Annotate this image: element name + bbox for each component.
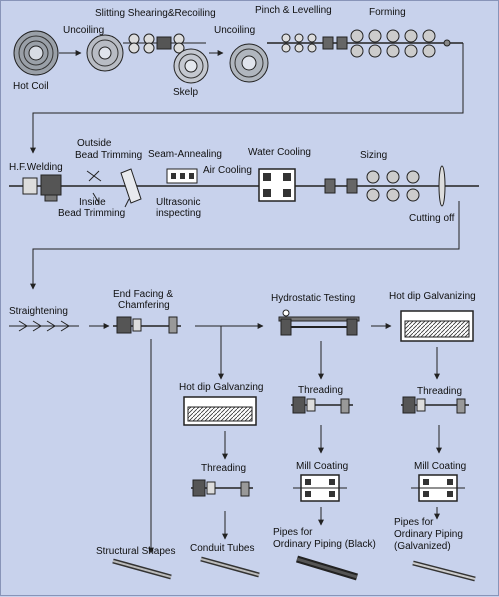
label-air-cooling: Air Cooling <box>203 165 252 176</box>
threading-machine-3-icon <box>401 396 469 414</box>
galvanized-pipes-icon <box>412 560 476 582</box>
threading-machine-1-icon <box>291 396 353 414</box>
slitting-rolls-icon <box>123 33 206 54</box>
black-pipes-icon <box>295 555 359 581</box>
galvanizing-bath-right-icon <box>400 310 474 342</box>
label-uncoiling-1: Uncoiling <box>63 25 105 36</box>
straightening-icon <box>9 320 79 332</box>
label-inside-bead-1: Inside <box>79 197 106 208</box>
label-forming: Forming <box>369 7 406 18</box>
structural-shapes-pipe-icon <box>112 558 172 580</box>
label-pipes-black-1: Pipes for <box>273 527 313 538</box>
label-hot-dip-galv-right: Hot dip Galvanizing <box>389 291 476 302</box>
ultrasonic-probe-icon <box>120 168 142 208</box>
label-ultrasonic-2: inspecting <box>156 208 202 219</box>
label-seam-annealing: Seam-Annealing <box>148 149 222 160</box>
label-slitting: Slitting Shearing&Recoiling <box>95 8 216 19</box>
seam-annealing-icon <box>166 168 198 184</box>
label-outside-bead-2: Bead Trimming <box>75 150 143 161</box>
water-cooling-icon <box>258 168 296 202</box>
label-ultrasonic-1: Ultrasonic <box>156 197 201 208</box>
label-hot-dip-galv-mid: Hot dip Galvanzing <box>179 382 264 393</box>
pinch-forming-line-icon <box>267 29 463 58</box>
label-conduit-tubes: Conduit Tubes <box>190 543 255 554</box>
label-inside-bead-2: Bead Trimming <box>58 208 126 219</box>
cutting-saw-icon <box>438 165 446 207</box>
label-water-cooling: Water Cooling <box>248 147 311 158</box>
label-end-facing-1: End Facing & <box>113 289 174 300</box>
threading-machine-2-icon <box>191 479 253 497</box>
label-threading-1: Threading <box>298 385 344 396</box>
label-pipes-galv-1: Pipes for <box>394 517 434 528</box>
label-mill-coating-1: Mill Coating <box>296 461 349 472</box>
label-sizing: Sizing <box>360 150 388 161</box>
label-pipes-black-2: Ordinary Piping (Black) <box>273 539 376 550</box>
label-threading-2: Threading <box>201 463 247 474</box>
mill-coating-2-icon <box>411 474 465 502</box>
hydrostatic-tester-icon <box>278 309 360 336</box>
label-hot-coil: Hot Coil <box>13 81 49 92</box>
hot-coil-icon <box>13 30 59 76</box>
label-threading-3: Threading <box>417 386 463 397</box>
uncoiler-coil-icon <box>86 34 124 72</box>
end-facing-machine-icon <box>113 316 181 334</box>
label-uncoiling-2: Uncoiling <box>214 25 256 36</box>
label-cutting-off: Cutting off <box>409 213 455 224</box>
label-end-facing-2: Chamfering <box>118 300 170 311</box>
welding-line-icon <box>9 170 479 204</box>
uncoiler-2-icon <box>229 43 269 83</box>
label-hydrostatic: Hydrostatic Testing <box>271 293 356 304</box>
label-pinch: Pinch & Levelling <box>255 5 332 16</box>
label-pipes-galv-2: Ordinary Piping <box>394 529 463 540</box>
label-structural-shapes: Structural Shapes <box>96 546 176 557</box>
skelp-coil-icon <box>173 48 209 84</box>
galvanizing-bath-mid-icon <box>183 396 257 426</box>
label-outside-bead-1: Outside <box>77 138 112 149</box>
sizing-rolls-icon <box>324 170 420 202</box>
label-mill-coating-2: Mill Coating <box>414 461 467 472</box>
label-straightening: Straightening <box>9 306 68 317</box>
label-pipes-galv-3: (Galvanized) <box>394 541 451 552</box>
label-hf-welding: H.F.Welding <box>9 162 63 173</box>
conduit-tubes-pipe-icon <box>200 556 260 578</box>
label-skelp: Skelp <box>173 87 199 98</box>
mill-coating-1-icon <box>293 474 347 502</box>
